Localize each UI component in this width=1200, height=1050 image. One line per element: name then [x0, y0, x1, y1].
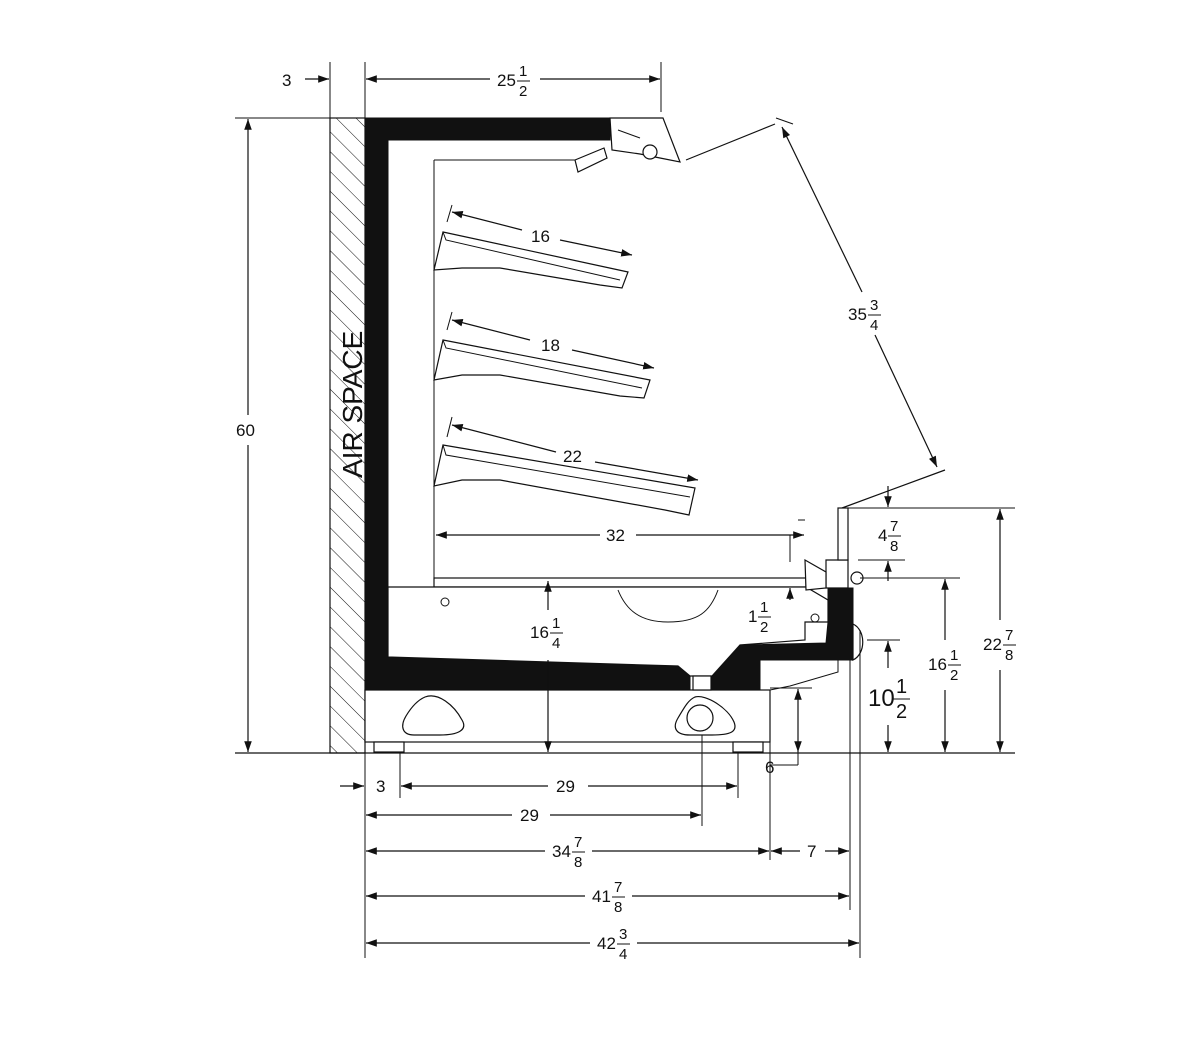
- svg-text:4: 4: [619, 946, 627, 963]
- svg-text:2: 2: [519, 83, 527, 100]
- svg-text:10: 10: [868, 685, 895, 712]
- dim-bumper-height: 16 1 2: [928, 647, 961, 684]
- dim-kick-height: 10 1 2: [868, 676, 910, 723]
- svg-text:3: 3: [870, 297, 878, 314]
- dim-overall-depth: 42 3 4: [597, 926, 630, 963]
- svg-text:1: 1: [760, 599, 768, 616]
- extension-lines: [235, 62, 1015, 958]
- dim-deck-step: 1 1 2: [748, 599, 771, 636]
- dim-shelf-top: 16: [531, 227, 550, 246]
- air-space-wall: [329, 117, 366, 754]
- air-space-label: AIR SPACE: [337, 331, 368, 478]
- svg-text:42: 42: [597, 934, 616, 953]
- dim-wall-gap-top: 3: [282, 71, 291, 90]
- dim-shelf-middle: 18: [541, 336, 560, 355]
- dim-front-post: 4 7 8: [878, 518, 901, 555]
- svg-text:2: 2: [760, 619, 768, 636]
- dim-deck-height: 16 1 4: [530, 615, 563, 652]
- svg-text:1: 1: [896, 676, 907, 698]
- svg-text:16: 16: [928, 655, 947, 674]
- svg-text:7: 7: [614, 879, 622, 896]
- dim-wall-gap-bottom: 3: [376, 777, 385, 796]
- svg-text:8: 8: [614, 899, 622, 916]
- svg-text:34: 34: [552, 842, 571, 861]
- dim-leg-spacing: 29: [556, 777, 575, 796]
- shelf-bottom: [433, 444, 696, 516]
- svg-text:2: 2: [950, 667, 958, 684]
- dim-front-glass: 35 3 4: [848, 297, 881, 334]
- shelf-top: [433, 231, 629, 289]
- svg-text:8: 8: [574, 854, 582, 871]
- dim-toe-depth: 7: [807, 842, 816, 861]
- svg-text:8: 8: [890, 538, 898, 555]
- svg-text:35: 35: [848, 305, 867, 324]
- svg-text:25: 25: [497, 71, 516, 90]
- svg-text:1: 1: [748, 607, 757, 626]
- dim-height-total: 60: [236, 421, 255, 440]
- svg-text:41: 41: [592, 887, 611, 906]
- dim-base-depth: 34 7 8: [552, 834, 585, 871]
- svg-text:1: 1: [950, 647, 958, 664]
- svg-text:7: 7: [890, 518, 898, 535]
- svg-text:3: 3: [619, 926, 627, 943]
- dim-drain-location: 29: [520, 806, 539, 825]
- dim-top-depth: 25 1 2: [497, 63, 530, 100]
- dim-toe-height: 6: [765, 758, 774, 777]
- dim-body-depth: 41 7 8: [592, 879, 625, 916]
- dim-deck-depth: 32: [606, 526, 625, 545]
- svg-text:22: 22: [983, 635, 1002, 654]
- svg-text:7: 7: [574, 834, 582, 851]
- svg-text:7: 7: [1005, 627, 1013, 644]
- shelf-middle: [433, 339, 651, 399]
- svg-text:4: 4: [552, 635, 560, 652]
- case-body: [235, 117, 1015, 754]
- dim-front-height: 22 7 8: [983, 627, 1016, 664]
- svg-text:2: 2: [896, 701, 907, 723]
- svg-text:1: 1: [519, 63, 527, 80]
- dimension-lines: [244, 75, 1004, 947]
- svg-text:16: 16: [530, 623, 549, 642]
- svg-text:8: 8: [1005, 647, 1013, 664]
- svg-text:1: 1: [552, 615, 560, 632]
- svg-text:4: 4: [878, 526, 887, 545]
- dim-shelf-bottom: 22: [563, 447, 582, 466]
- svg-text:4: 4: [870, 317, 878, 334]
